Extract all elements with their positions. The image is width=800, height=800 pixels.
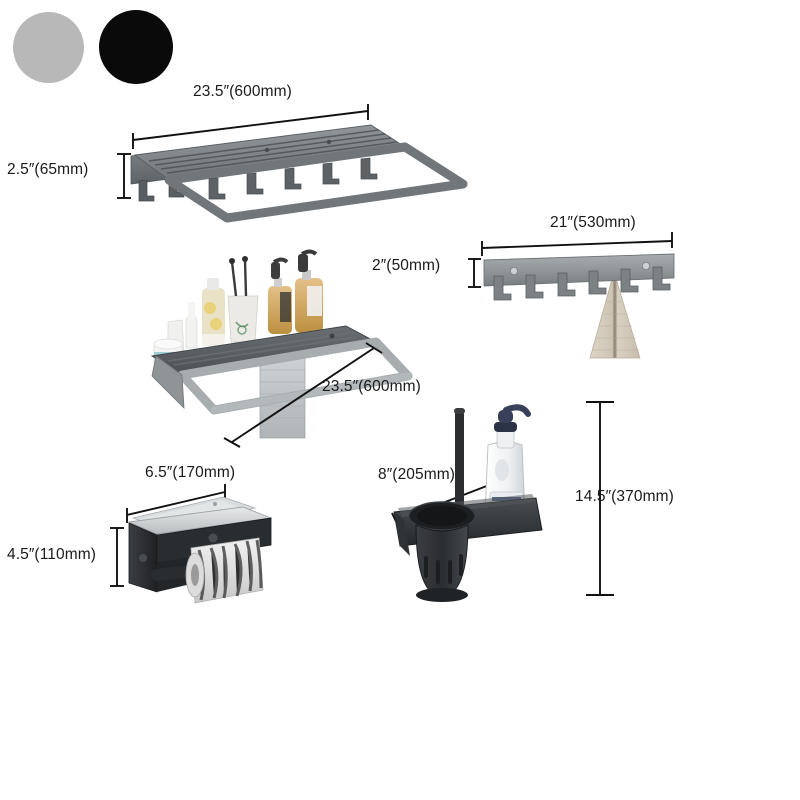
dim-line-bh-height bbox=[586, 401, 614, 596]
dim-line-rail-width bbox=[481, 232, 673, 256]
item-amber-soap-dispenser bbox=[268, 257, 292, 334]
rack-front-hooks bbox=[208, 157, 378, 200]
item-lemon-toner-bottle bbox=[202, 278, 225, 346]
rail-hook-1 bbox=[493, 275, 512, 301]
shelf-hole bbox=[329, 333, 335, 339]
rail-screw-1 bbox=[509, 267, 518, 276]
bh-cup-slots bbox=[424, 554, 463, 584]
shelf-toiletries bbox=[153, 249, 323, 375]
towel-rack-height-label: 2.5″(65mm) bbox=[7, 161, 89, 178]
hook-rail-width-label: 21″(530mm) bbox=[550, 214, 636, 231]
bh-brush-handle bbox=[455, 410, 464, 530]
product-paper-holder: 6.5″(170mm) 4.5″(110mm) bbox=[7, 464, 415, 655]
dim-line-shelf-width bbox=[223, 342, 383, 448]
item-dropper-bottle bbox=[185, 302, 198, 349]
product-brush-holder: 8″(205mm) 14.5″(370mm) bbox=[378, 390, 674, 620]
item-toothbrushes bbox=[230, 259, 248, 297]
bh-brush-cap bbox=[454, 408, 465, 414]
item-amber-pump-bottle bbox=[295, 249, 323, 333]
color-swatch-black[interactable] bbox=[99, 10, 173, 84]
dim-line-width bbox=[132, 104, 369, 149]
color-swatch-gray[interactable] bbox=[13, 12, 84, 83]
paper-holder-height-label: 4.5″(110mm) bbox=[7, 546, 96, 563]
item-toothbrush-cup bbox=[227, 256, 259, 343]
product-towel-rack: 23.5″(600mm) 2.5″(65mm) bbox=[7, 83, 505, 235]
paper-holder-depth-label: 6.5″(170mm) bbox=[145, 464, 236, 481]
rack-front-frame bbox=[164, 142, 468, 223]
hook-rail-height-label: 2″(50mm) bbox=[372, 257, 441, 274]
bathroom-shelf-width-label: 23.5″(600mm) bbox=[322, 378, 421, 395]
rack-top-hole-1 bbox=[264, 147, 270, 153]
dim-line-height bbox=[117, 153, 131, 199]
product-hook-rail: 21″(530mm) 2″(50mm) bbox=[372, 210, 708, 380]
rail-hanging-towel bbox=[589, 270, 641, 359]
brush-holder-height-label: 14.5″(370mm) bbox=[575, 488, 674, 505]
rack-top-hole-2 bbox=[326, 139, 332, 145]
ph-screw-2 bbox=[208, 533, 218, 543]
color-swatch-group bbox=[0, 0, 200, 100]
towel-rack-drawing bbox=[117, 104, 468, 223]
hook-rail-drawing bbox=[468, 232, 675, 359]
bh-bottle-collar bbox=[494, 422, 517, 432]
shelf-slat-gaps bbox=[167, 332, 357, 366]
rail-hook-5 bbox=[620, 268, 639, 293]
ph-screw-1 bbox=[139, 554, 147, 562]
rail-hook-2 bbox=[525, 274, 544, 299]
ph-tissue-roll bbox=[185, 537, 264, 604]
bh-cup-inner bbox=[417, 506, 467, 526]
bh-bottle-pump bbox=[498, 410, 513, 423]
rack-slats bbox=[148, 129, 398, 174]
rail-hooks bbox=[493, 266, 671, 301]
rail-hook-3 bbox=[557, 272, 576, 297]
bh-brush-cup bbox=[415, 524, 469, 598]
dim-line-rail-height bbox=[468, 258, 481, 288]
product-bathroom-shelf: 23.5″(600mm) bbox=[150, 230, 480, 460]
bathroom-shelf-drawing bbox=[150, 249, 413, 448]
towel-rack-width-label: 23.5″(600mm) bbox=[193, 83, 292, 100]
shelf-left-bracket bbox=[151, 355, 185, 410]
rail-hook-4 bbox=[588, 270, 607, 295]
brush-holder-drawing bbox=[391, 401, 614, 602]
bh-cup-base bbox=[416, 588, 468, 602]
shelf-towel-bar bbox=[210, 372, 412, 414]
rail-hook-6 bbox=[652, 266, 671, 291]
brush-holder-width-label: 8″(205mm) bbox=[378, 466, 456, 483]
rail-screw-2 bbox=[641, 262, 650, 271]
paper-holder-drawing bbox=[110, 484, 273, 604]
bh-tray-left-face bbox=[394, 512, 410, 556]
dim-line-ph-height bbox=[110, 527, 124, 587]
